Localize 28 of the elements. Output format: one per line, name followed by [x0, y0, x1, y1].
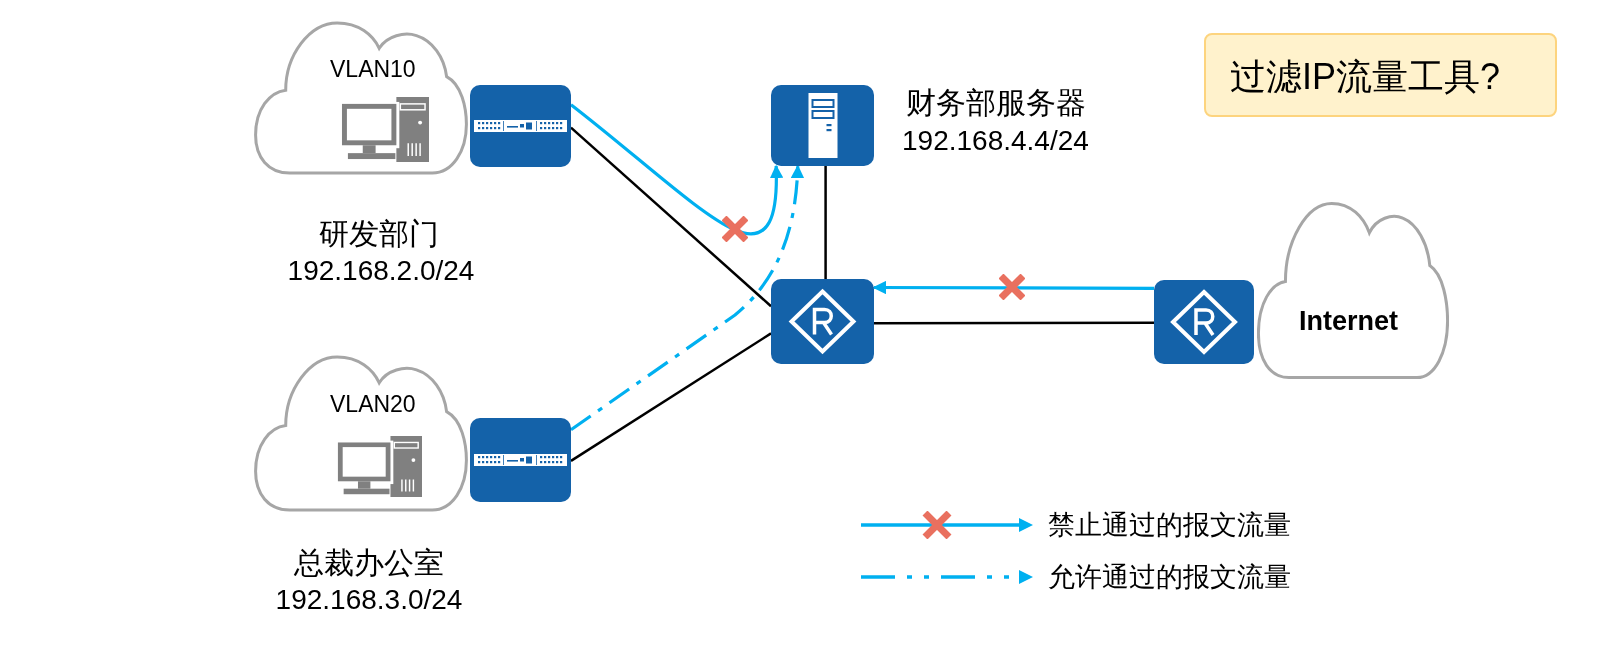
- network-label: VLAN10: [330, 56, 416, 84]
- question-text: 过滤IP流量工具?: [1230, 55, 1501, 99]
- router-icon: [1154, 280, 1254, 364]
- ip-subnet-label: 192.168.2.0/24: [287, 254, 475, 288]
- department-label: 研发部门: [319, 216, 439, 252]
- ip-address-label: 192.168.4.4/24: [902, 124, 1089, 158]
- dash-dot-arrow: [570, 164, 804, 432]
- connection-line: [824, 166, 827, 279]
- server-icon: [771, 85, 874, 166]
- switch-icon: [470, 418, 571, 502]
- legend-label: 禁止通过的报文流量: [1048, 508, 1291, 542]
- connection-line: [874, 321, 1154, 325]
- department-label: 总裁办公室: [294, 545, 444, 581]
- router-icon: [771, 279, 874, 364]
- cloud: [254, 354, 468, 513]
- connection-line: [570, 126, 772, 308]
- network-label: VLAN20: [330, 391, 416, 419]
- note-panel: [1204, 33, 1557, 117]
- connection-line: [570, 332, 772, 462]
- server-name-label: 财务部服务器: [906, 85, 1086, 121]
- switch-icon: [470, 85, 571, 167]
- legend-label: 允许通过的报文流量: [1048, 560, 1291, 594]
- ip-subnet-label: 192.168.3.0/24: [275, 583, 463, 617]
- network-label: Internet: [1299, 304, 1398, 338]
- arrow: [570, 103, 784, 236]
- cloud: [1257, 200, 1449, 381]
- arrow: [872, 280, 1154, 295]
- cloud: [254, 20, 468, 176]
